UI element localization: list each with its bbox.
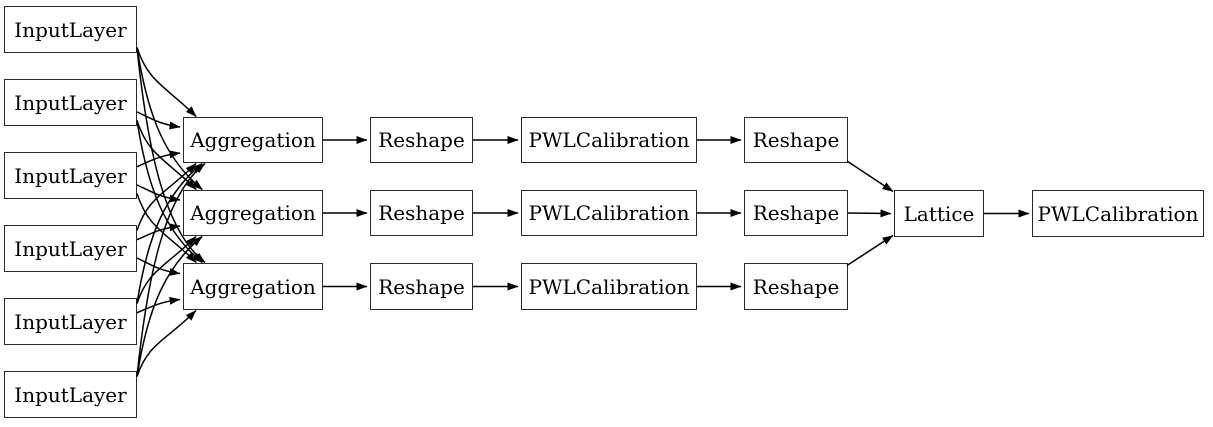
node-aggregation-2: Aggregation bbox=[183, 190, 323, 236]
node-reshape-a-2: Reshape bbox=[370, 190, 473, 236]
edge-reshape-b-2-to-lattice bbox=[847, 209, 892, 218]
node-input-5: InputLayer bbox=[4, 298, 137, 345]
edge-input-5-to-aggregation-3 bbox=[136, 296, 181, 314]
node-input-6: InputLayer bbox=[4, 371, 137, 418]
edge-reshape-b-3-to-lattice bbox=[846, 234, 894, 267]
edge-reshape-b-1-to-lattice bbox=[846, 160, 894, 193]
edge-input-1-to-aggregation-1 bbox=[136, 47, 197, 118]
node-reshape-a-3: Reshape bbox=[370, 263, 473, 310]
edge-input-3-to-aggregation-1 bbox=[136, 150, 181, 168]
edge-input-4-to-aggregation-3 bbox=[136, 257, 181, 276]
node-reshape-a-1: Reshape bbox=[370, 117, 473, 163]
edge-input-2-to-aggregation-1 bbox=[136, 111, 181, 130]
edge-input-3-to-aggregation-2 bbox=[136, 184, 181, 203]
node-lattice: Lattice bbox=[894, 190, 984, 237]
node-input-1: InputLayer bbox=[4, 6, 137, 53]
node-pwlcalibration-2: PWLCalibration bbox=[521, 190, 697, 236]
node-input-3: InputLayer bbox=[4, 152, 137, 199]
node-pwlcalibration-3: PWLCalibration bbox=[521, 263, 697, 310]
node-pwlcalibration-1: PWLCalibration bbox=[521, 117, 697, 163]
node-input-2: InputLayer bbox=[4, 79, 137, 126]
node-reshape-b-1: Reshape bbox=[744, 117, 848, 163]
edge-input-4-to-aggregation-2 bbox=[136, 223, 181, 241]
node-aggregation-3: Aggregation bbox=[183, 263, 323, 310]
node-pwlcalibration-out: PWLCalibration bbox=[1032, 190, 1204, 237]
node-reshape-b-3: Reshape bbox=[744, 263, 848, 310]
node-aggregation-1: Aggregation bbox=[183, 117, 323, 163]
edge-input-6-to-aggregation-3 bbox=[136, 309, 197, 377]
node-input-4: InputLayer bbox=[4, 225, 137, 272]
node-reshape-b-2: Reshape bbox=[744, 190, 848, 236]
